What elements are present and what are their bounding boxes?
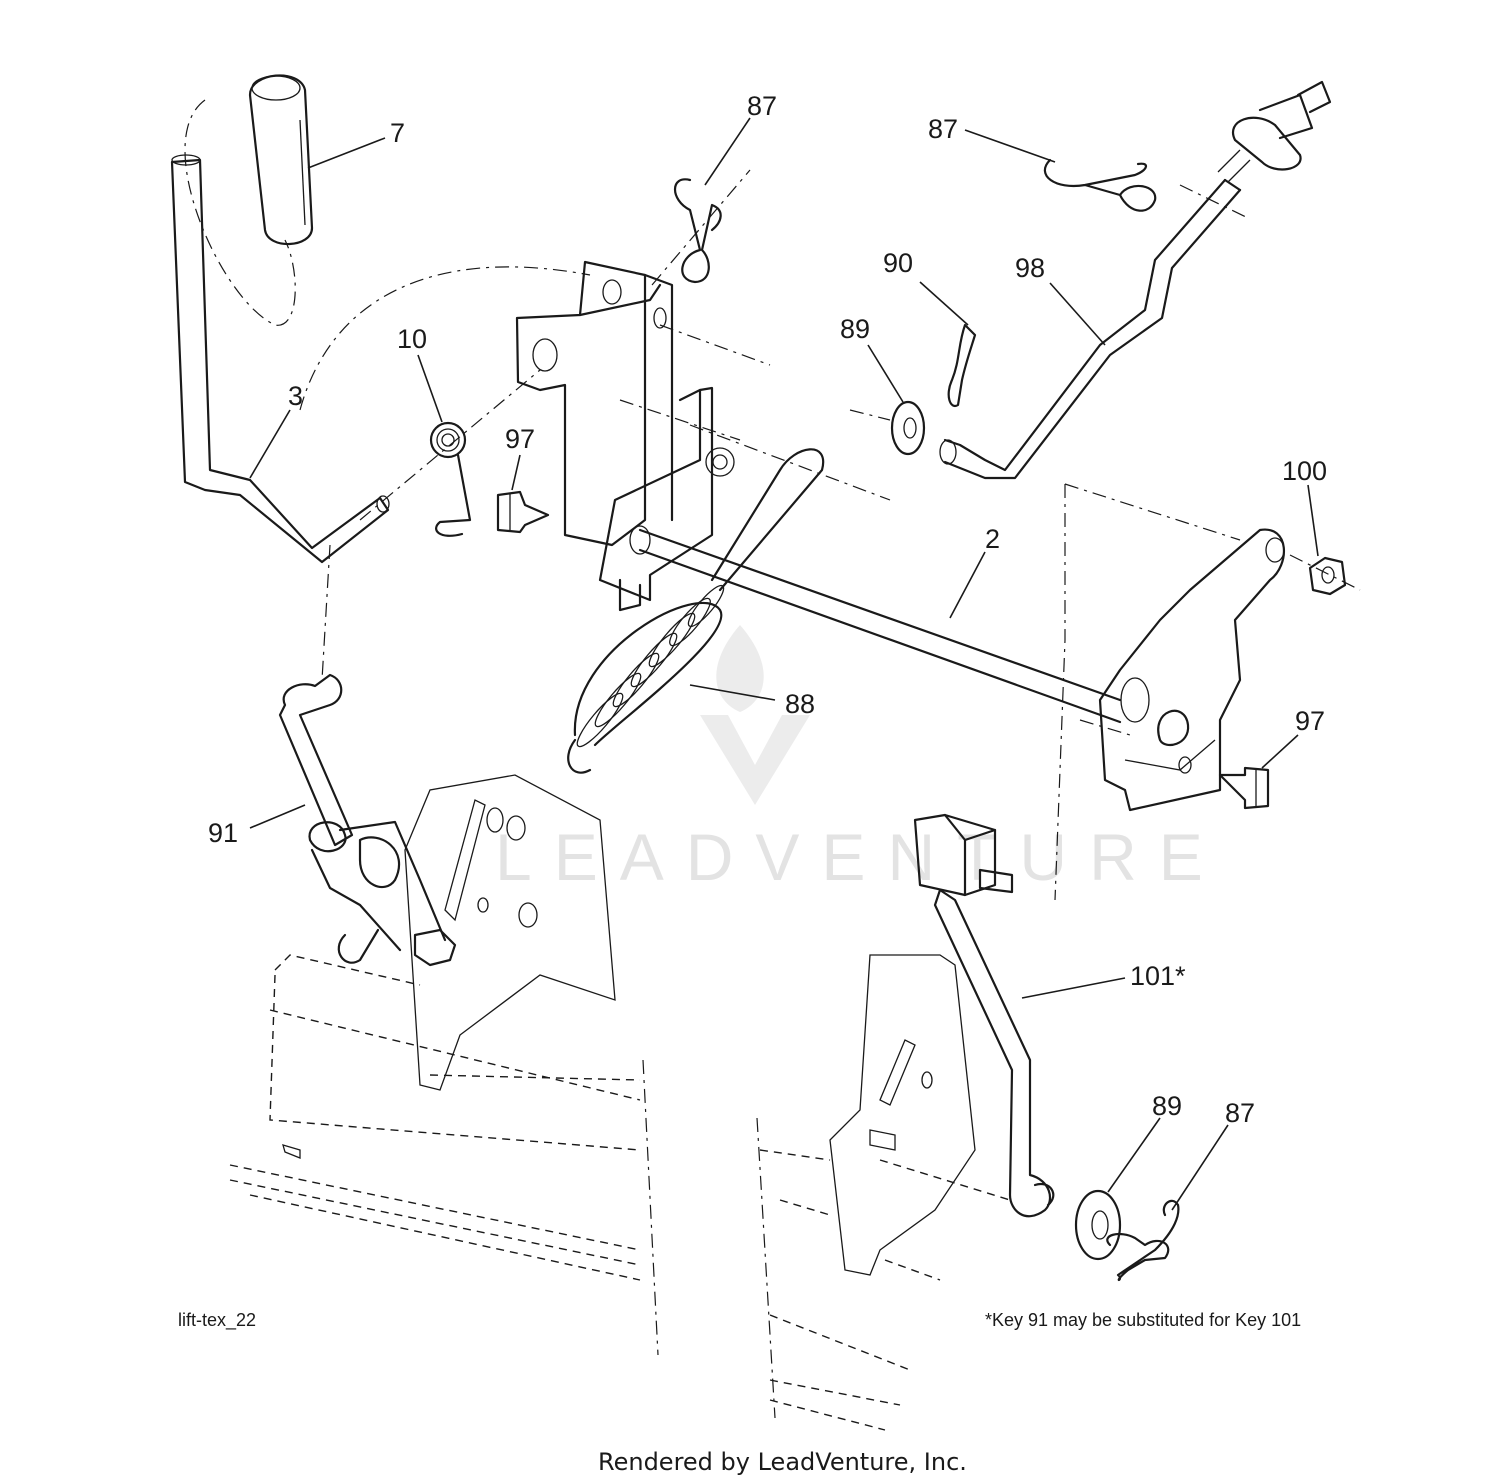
part-87-hairpin-bottom[interactable] bbox=[1106, 1199, 1180, 1282]
right-deck-hanger bbox=[829, 954, 976, 1276]
callout-labels: 7 87 87 10 3 97 90 98 89 100 2 88 97 91 … bbox=[208, 91, 1327, 1128]
callout-97-left[interactable]: 97 bbox=[505, 424, 535, 454]
part-100-nut[interactable] bbox=[1289, 554, 1361, 596]
callout-87-right[interactable]: 87 bbox=[928, 114, 958, 144]
leader-87-right bbox=[964, 129, 1056, 163]
leader-97-left bbox=[511, 454, 521, 491]
callout-87-bottom[interactable]: 87 bbox=[1225, 1098, 1255, 1128]
footnote: *Key 91 may be substituted for Key 101 bbox=[985, 1310, 1301, 1330]
leader-10 bbox=[417, 354, 443, 423]
callout-89-top[interactable]: 89 bbox=[840, 314, 870, 344]
leader-3 bbox=[249, 409, 291, 479]
render-credit: Rendered by LeadVenture, Inc. bbox=[598, 1448, 967, 1476]
leader-7 bbox=[307, 137, 386, 169]
watermark: LEADVENTURE bbox=[495, 625, 1225, 894]
callout-87-top[interactable]: 87 bbox=[747, 91, 777, 121]
leader-100 bbox=[1307, 484, 1319, 557]
callout-7[interactable]: 7 bbox=[390, 118, 405, 148]
assembly-line-handle bbox=[299, 266, 591, 411]
part-98-lift-link[interactable] bbox=[939, 80, 1332, 480]
leader-87-bottom bbox=[1171, 1124, 1229, 1211]
part-97-bolt-right[interactable] bbox=[1218, 766, 1270, 810]
callout-2[interactable]: 2 bbox=[985, 524, 1000, 554]
callout-100[interactable]: 100 bbox=[1282, 456, 1327, 486]
leader-2 bbox=[949, 551, 986, 619]
part-7-grip[interactable] bbox=[184, 74, 314, 326]
part-10-spring[interactable] bbox=[359, 369, 541, 537]
part-89-washer-top[interactable] bbox=[849, 400, 926, 456]
leader-89-bottom bbox=[1107, 1117, 1161, 1193]
callout-97-right[interactable]: 97 bbox=[1295, 706, 1325, 736]
part-3-lift-handle[interactable] bbox=[170, 154, 390, 681]
callout-91[interactable]: 91 bbox=[208, 818, 238, 848]
leader-98 bbox=[1049, 282, 1106, 346]
part-89-washer-bottom[interactable] bbox=[1074, 1189, 1122, 1261]
part-87-hairpin-top[interactable] bbox=[651, 169, 751, 286]
callout-88[interactable]: 88 bbox=[785, 689, 815, 719]
part-101-lift-link[interactable] bbox=[913, 813, 1055, 1218]
watermark-text: LEADVENTURE bbox=[495, 820, 1225, 894]
leader-97-right bbox=[1261, 734, 1299, 769]
callout-90[interactable]: 90 bbox=[883, 248, 913, 278]
part-97-bolt-left[interactable] bbox=[496, 490, 550, 534]
part-87-hairpin-right[interactable] bbox=[1043, 158, 1157, 212]
right-lift-arm bbox=[1054, 483, 1285, 901]
figure-id: lift-tex_22 bbox=[178, 1310, 256, 1331]
callout-101[interactable]: 101* bbox=[1130, 961, 1186, 991]
part-90-cotter-pin[interactable] bbox=[947, 323, 977, 408]
leader-91 bbox=[249, 804, 306, 829]
callout-98[interactable]: 98 bbox=[1015, 253, 1045, 283]
callout-89-bottom[interactable]: 89 bbox=[1152, 1091, 1182, 1121]
leader-101 bbox=[1021, 977, 1126, 999]
leader-lines bbox=[249, 117, 1319, 1211]
part-91-lift-link[interactable] bbox=[278, 673, 457, 967]
leader-87-top bbox=[704, 117, 751, 186]
leader-90 bbox=[919, 281, 969, 326]
mounting-bracket bbox=[515, 260, 771, 547]
left-deck-hanger bbox=[404, 774, 616, 1091]
deck-right-outline bbox=[756, 1117, 1011, 1431]
leader-89-top bbox=[867, 344, 904, 403]
callout-3[interactable]: 3 bbox=[288, 381, 303, 411]
callout-10[interactable]: 10 bbox=[397, 324, 427, 354]
part-2-lift-shaft[interactable] bbox=[598, 386, 1122, 724]
part-88-extension-spring[interactable] bbox=[567, 448, 825, 774]
leader-88 bbox=[689, 684, 776, 701]
deck-left-outline bbox=[229, 954, 659, 1356]
